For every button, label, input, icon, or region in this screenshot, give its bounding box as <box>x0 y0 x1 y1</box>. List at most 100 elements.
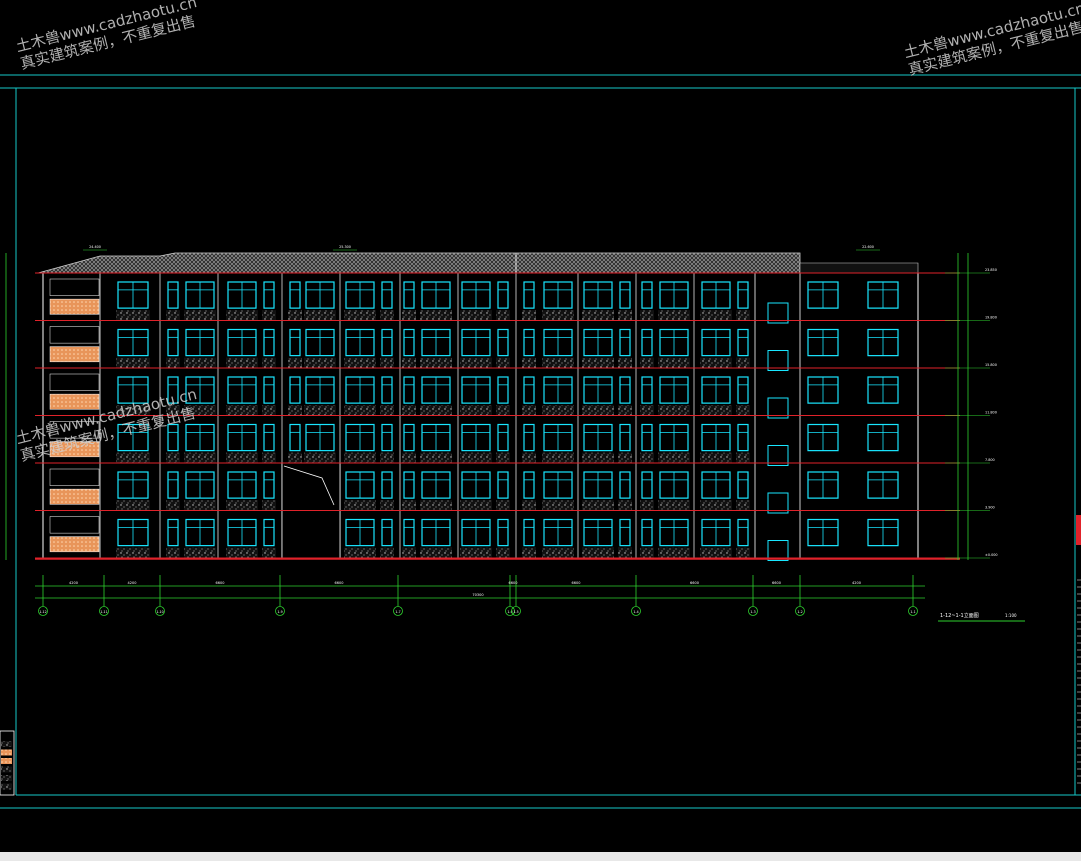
roof-parapet <box>799 262 919 274</box>
wing-window <box>767 397 789 419</box>
legend-swatch <box>1 783 12 790</box>
window <box>619 376 631 404</box>
stone-spandrel <box>542 500 574 511</box>
stone-spandrel <box>380 500 394 511</box>
window <box>403 518 415 547</box>
window <box>289 376 301 404</box>
stone-spandrel <box>402 547 416 559</box>
roof-level-label: 25.300 <box>339 245 351 249</box>
balcony <box>49 346 100 363</box>
window <box>641 423 653 452</box>
stone-spandrel <box>226 547 258 559</box>
level-label: 11.800 <box>985 411 997 415</box>
stone-spandrel <box>460 500 492 511</box>
window <box>619 328 631 357</box>
window <box>737 471 749 499</box>
window <box>737 376 749 404</box>
stone-spandrel <box>496 310 510 321</box>
wing-window <box>767 445 789 466</box>
axis-bubble <box>275 606 285 616</box>
stone-spandrel <box>700 452 732 464</box>
balcony-opening <box>49 421 100 439</box>
stone-spandrel <box>522 405 536 416</box>
stone-spandrel <box>736 547 750 559</box>
stone-spandrel <box>658 405 690 416</box>
level-label: 7.800 <box>985 458 995 462</box>
stone-spandrel <box>700 547 732 559</box>
window <box>497 328 509 357</box>
window <box>381 281 393 309</box>
stone-spandrel <box>116 500 150 511</box>
stone-spandrel <box>226 500 258 511</box>
window <box>167 518 179 547</box>
stone-spandrel <box>618 405 632 416</box>
window <box>167 423 179 452</box>
status-strip <box>0 852 1081 861</box>
dimension-label: 6600 <box>216 581 225 585</box>
window <box>167 281 179 309</box>
stone-spandrel <box>460 405 492 416</box>
window <box>289 423 301 452</box>
wing-window <box>767 540 789 561</box>
stone-spandrel <box>460 547 492 559</box>
window <box>381 328 393 357</box>
stone-spandrel <box>640 500 654 511</box>
window <box>737 518 749 547</box>
stone-spandrel <box>542 405 574 416</box>
stone-spandrel <box>542 547 574 559</box>
axis-bubble <box>511 606 521 616</box>
dimension-label: 4200 <box>69 581 78 585</box>
stone-spandrel <box>736 452 750 464</box>
window <box>523 281 535 309</box>
stone-spandrel <box>116 310 150 321</box>
stone-spandrel <box>496 357 510 369</box>
window <box>497 281 509 309</box>
stone-spandrel <box>402 452 416 464</box>
window <box>381 471 393 499</box>
stone-spandrel <box>166 310 180 321</box>
stone-spandrel <box>582 405 614 416</box>
window <box>523 518 535 547</box>
stone-spandrel <box>288 310 302 321</box>
axis-label: 1-7 <box>395 610 400 614</box>
axis-bubble <box>38 606 48 616</box>
stone-spandrel <box>658 500 690 511</box>
balcony-opening <box>49 516 100 534</box>
window <box>263 518 275 547</box>
window <box>403 281 415 309</box>
stone-spandrel <box>618 547 632 559</box>
title-block-strip <box>1076 515 1081 784</box>
balcony <box>49 441 100 458</box>
stone-spandrel <box>496 405 510 416</box>
stone-spandrel <box>288 357 302 369</box>
stone-spandrel <box>304 357 336 369</box>
stone-spandrel <box>166 500 180 511</box>
stone-spandrel <box>420 405 452 416</box>
stone-spandrel <box>184 310 216 321</box>
level-label: 15.800 <box>985 363 997 367</box>
window <box>381 423 393 452</box>
axis-label: 1-5 <box>513 610 518 614</box>
stone-spandrel <box>304 452 336 464</box>
stone-spandrel <box>496 500 510 511</box>
stone-spandrel <box>618 500 632 511</box>
window <box>523 471 535 499</box>
stone-spandrel <box>184 405 216 416</box>
window <box>641 471 653 499</box>
window <box>619 423 631 452</box>
window <box>289 281 301 309</box>
building-elevation <box>35 252 960 561</box>
stone-spandrel <box>542 310 574 321</box>
axis-label: 1-10 <box>156 610 163 614</box>
legend-swatch <box>1 749 12 756</box>
window <box>641 376 653 404</box>
window <box>737 328 749 357</box>
axis-label: 1-9 <box>277 610 282 614</box>
window <box>523 376 535 404</box>
material-legend <box>0 730 15 796</box>
stone-spandrel <box>522 547 536 559</box>
stone-spandrel <box>116 452 150 464</box>
stone-spandrel <box>166 405 180 416</box>
window <box>497 376 509 404</box>
dimension-label: 4200 <box>852 581 861 585</box>
